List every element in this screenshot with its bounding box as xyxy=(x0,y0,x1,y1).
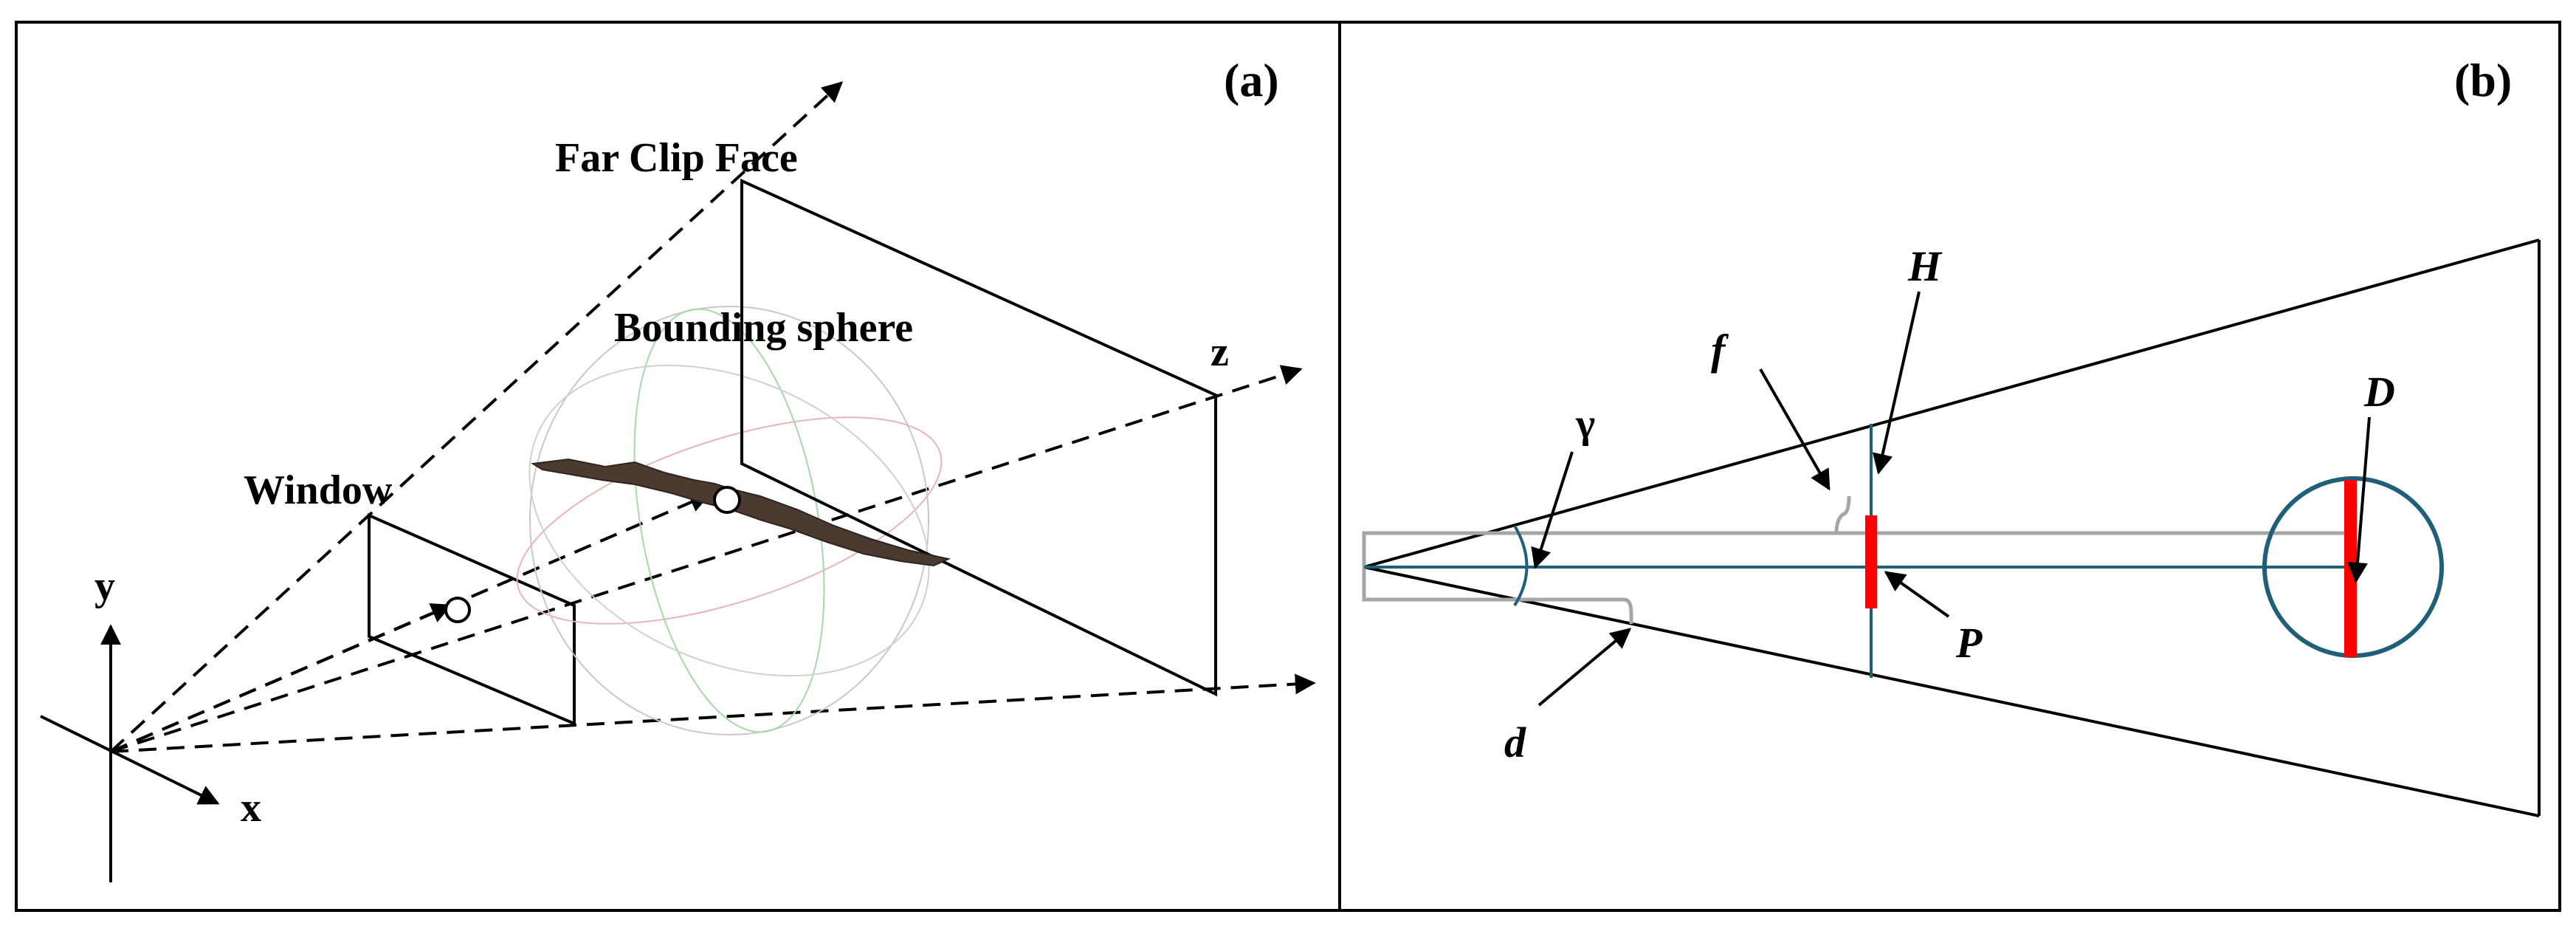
label-p: P xyxy=(1955,619,1983,667)
target-d-segment xyxy=(2344,480,2357,657)
far-clip-face-label: Far Clip Face xyxy=(555,135,798,181)
panel-b-tag: (b) xyxy=(2454,54,2512,106)
label-h: H xyxy=(1907,242,1943,290)
axis-x-label: x xyxy=(241,785,261,831)
label-f: f xyxy=(1711,326,1729,374)
panel-b: f H γ D P d (b) xyxy=(1362,54,2541,817)
label-gamma: γ xyxy=(1575,401,1595,447)
window-center-marker xyxy=(444,597,471,623)
frustum-top-edge xyxy=(1363,238,2540,569)
axis-y-label: y xyxy=(94,563,115,609)
label-d-upper: D xyxy=(2363,368,2395,416)
object-center-marker xyxy=(713,486,741,514)
window-plane xyxy=(368,512,576,727)
x-axis xyxy=(40,715,220,805)
label-d-lower: d xyxy=(1504,718,1526,766)
window-label: Window xyxy=(244,467,393,513)
panel-a: Far Clip Face Bounding sphere Window z y… xyxy=(40,54,1316,882)
gamma-arc xyxy=(1513,524,1529,607)
terrain-object xyxy=(531,458,951,567)
panel-a-tag: (a) xyxy=(1224,54,1279,106)
projection-p-segment xyxy=(1865,515,1877,608)
far-clip-face xyxy=(740,178,1217,697)
frustum-bottom-edge xyxy=(1363,566,2540,817)
bounding-sphere xyxy=(516,306,943,735)
frustum-rays xyxy=(109,81,1316,753)
figure-border xyxy=(15,21,2561,912)
bounding-sphere-label: Bounding sphere xyxy=(614,305,913,351)
distance-braces xyxy=(1362,495,2347,624)
pointer-arrows xyxy=(1531,291,2371,707)
axis-z-label: z xyxy=(1210,329,1229,375)
